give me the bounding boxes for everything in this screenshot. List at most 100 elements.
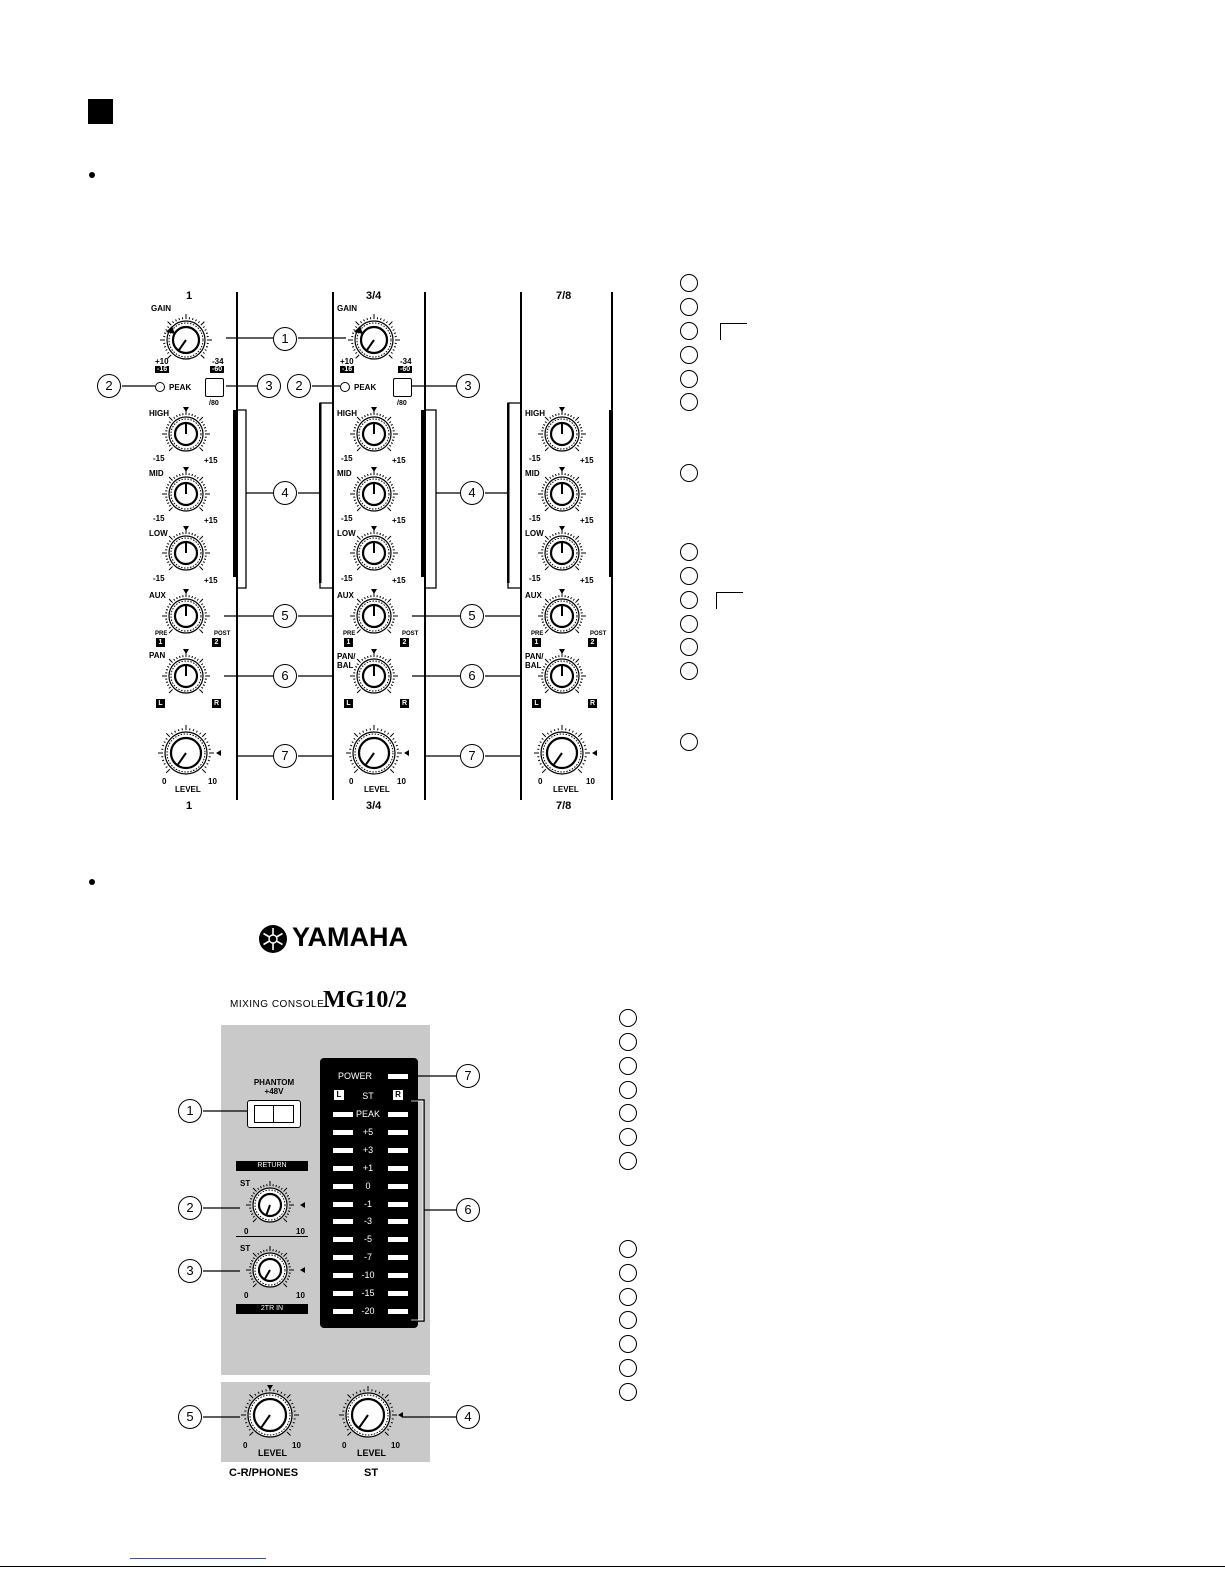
meter-scale-label: 0: [365, 1180, 371, 1191]
hpf-button[interactable]: [205, 378, 224, 397]
power-led: [388, 1074, 408, 1079]
eq-high-label: HIGH: [149, 409, 169, 418]
pan-right: R: [588, 699, 597, 708]
knob-min: 0: [243, 1441, 248, 1450]
eq-low-knob[interactable]: [350, 529, 398, 571]
meter-led-l: [333, 1291, 353, 1296]
eq-low-knob[interactable]: [538, 529, 586, 571]
divider: [424, 292, 426, 800]
phantom-switch[interactable]: [247, 1100, 301, 1128]
level-knob[interactable]: [534, 725, 590, 775]
legend-bullet-circle: [680, 662, 698, 680]
st-bottom-label: ST: [364, 1467, 379, 1479]
brand-name: YAMAHA: [292, 922, 409, 952]
legend-bullet-circle: [619, 1033, 637, 1051]
meter-scale-label: -7: [363, 1252, 372, 1263]
meter-led-l: [333, 1237, 353, 1243]
channel-top-label: 7/8: [556, 290, 572, 302]
eq-mid-knob[interactable]: [350, 470, 398, 512]
eq-min-label: -15: [341, 514, 353, 523]
gain-max-sub: -16: [340, 366, 355, 373]
level-knob[interactable]: [346, 725, 402, 775]
legend-bullet-circle: [619, 1057, 637, 1075]
aux-knob[interactable]: [538, 592, 586, 634]
st-level-knob[interactable]: [339, 1386, 397, 1438]
callout-4: 4: [460, 481, 484, 505]
eq-mid-knob[interactable]: [538, 470, 586, 512]
legend-bullet-circle: [619, 1383, 637, 1401]
legend-bullet-circle: [619, 1009, 637, 1027]
eq-low-label: LOW: [337, 529, 356, 538]
callout-7: 7: [273, 744, 297, 768]
twotr-st-knob[interactable]: [246, 1246, 294, 1288]
legend-bullet-circle: [680, 370, 698, 388]
level-min: 0: [349, 777, 354, 786]
callout-2: 2: [178, 1196, 202, 1220]
eq-low-label: LOW: [149, 529, 168, 538]
post-label: POST: [590, 631, 607, 637]
level-max: 10: [586, 777, 595, 786]
hpf-label: /80: [209, 400, 219, 407]
level-label: LEVEL: [553, 785, 579, 794]
gain-knob[interactable]: [348, 314, 400, 360]
meter-l: L: [334, 1090, 344, 1100]
meter-led-l: [333, 1219, 353, 1225]
gain-label: GAIN: [337, 304, 357, 313]
meter-led-l: [333, 1129, 353, 1135]
legend-bullet-circle: [619, 1311, 637, 1329]
level-min: 0: [162, 777, 167, 786]
yamaha-logo-icon: [259, 925, 287, 953]
peak-led: [340, 382, 350, 392]
meter-led-l: [333, 1165, 353, 1171]
gain-knob[interactable]: [160, 314, 212, 360]
eq-min-label: -15: [529, 454, 541, 463]
eq-high-knob[interactable]: [162, 410, 210, 452]
aux-knob[interactable]: [350, 592, 398, 634]
post-number: 2: [400, 638, 409, 647]
legend-bullet-circle: [619, 1104, 637, 1122]
callout-7: 7: [456, 1064, 480, 1088]
pan-knob[interactable]: [162, 652, 210, 694]
post-number: 2: [588, 638, 597, 647]
channel-bottom-label: 3/4: [366, 800, 382, 812]
aux-label: AUX: [337, 591, 354, 600]
legend-bullet-circle: [680, 638, 698, 656]
level-knob[interactable]: [158, 725, 214, 775]
meter-scale-label: -20: [361, 1305, 375, 1316]
meter-scale-label: -10: [361, 1270, 375, 1281]
meter-scale-label: -15: [361, 1288, 375, 1298]
return-st-knob[interactable]: [246, 1181, 294, 1223]
return-label: RETURN: [236, 1161, 308, 1171]
callout-5: 5: [178, 1405, 202, 1429]
divider: [236, 292, 238, 800]
eq-max-label: +15: [392, 456, 406, 465]
meter-led-l: [333, 1112, 353, 1117]
pan-label: PAN: [149, 651, 166, 660]
legend-bullet-circle: [680, 464, 698, 482]
meter-led-r: [388, 1183, 408, 1189]
eq-low-knob[interactable]: [162, 529, 210, 571]
eq-high-knob[interactable]: [538, 410, 586, 452]
crphones-level-knob[interactable]: [241, 1386, 299, 1438]
hpf-label: /80: [397, 400, 407, 407]
divider: [332, 292, 334, 800]
pan-bal-label: PAN/ BAL: [337, 652, 356, 670]
eq-mid-knob[interactable]: [162, 470, 210, 512]
pan-knob[interactable]: [350, 652, 398, 694]
meter-led-l: [333, 1255, 353, 1261]
bottom-rule: [0, 1566, 1225, 1567]
pan-left: L: [344, 699, 353, 708]
hpf-button[interactable]: [393, 378, 412, 397]
eq-min-label: -15: [341, 454, 353, 463]
gain-max-label: +10: [155, 357, 169, 366]
legend-bullet-circle: [680, 615, 698, 633]
meter-scale-label: PEAK: [355, 1109, 380, 1119]
aux-knob[interactable]: [162, 592, 210, 634]
meter-led-l: [333, 1147, 353, 1153]
legend-bullet-circle: [680, 567, 698, 585]
gain-min-label: -34: [400, 357, 412, 366]
eq-high-knob[interactable]: [350, 410, 398, 452]
callout-5: 5: [273, 604, 297, 628]
eq-mid-label: MID: [149, 469, 164, 478]
callout-4: 4: [456, 1405, 480, 1429]
